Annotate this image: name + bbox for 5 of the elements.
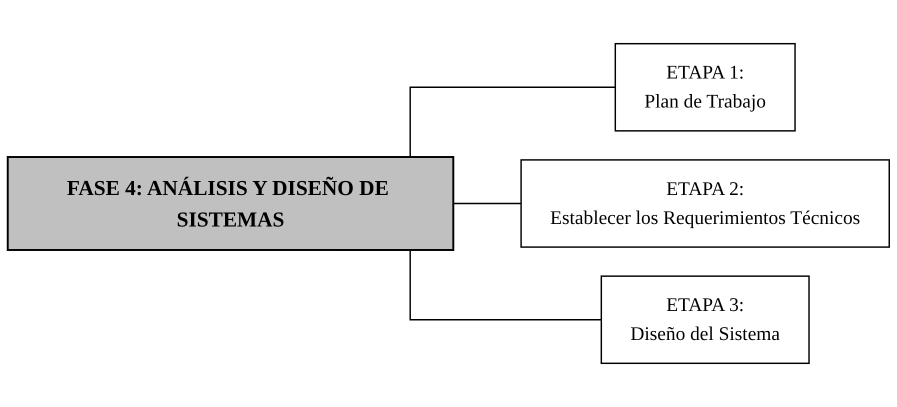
node-box: ETAPA 2: Establecer los Requerimientos Técnicos bbox=[520, 159, 890, 248]
node-box: FASE 4: ANÁLISIS Y DISEÑO DE SISTEMAS bbox=[6, 156, 454, 251]
node-box: ETAPA 3: Diseño del Sistema bbox=[600, 275, 810, 364]
node-box: ETAPA 1: Plan de Trabajo bbox=[614, 42, 796, 132]
connector bbox=[453, 202, 522, 204]
